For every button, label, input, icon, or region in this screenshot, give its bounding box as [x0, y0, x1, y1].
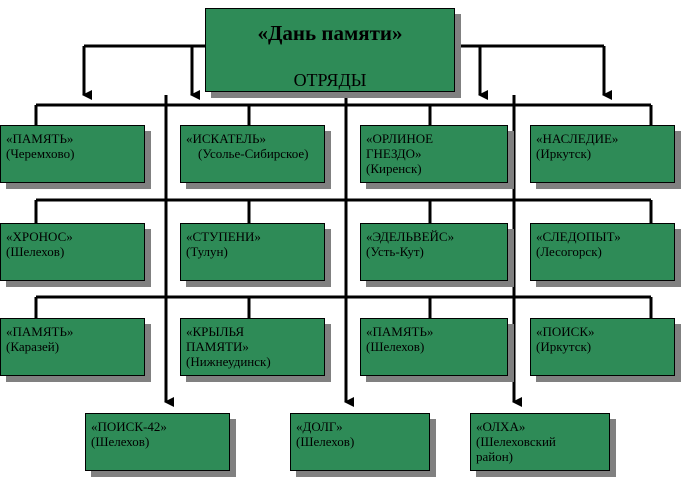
diagram-subtitle: ОТРЯДЫ	[293, 70, 367, 90]
unit-city: (Шелеховский район)	[476, 434, 556, 464]
unit-box-dolg: «ДОЛГ» (Шелехов)	[290, 413, 430, 471]
diagram-title: «Дань памяти»	[257, 21, 403, 45]
unit-city: (Тулун)	[186, 244, 228, 259]
unit-name: «ПАМЯТЬ»	[6, 324, 74, 339]
unit-name: «ПАМЯТЬ»	[366, 324, 434, 339]
unit-name: «ИСКАТЕЛЬ»	[186, 131, 266, 146]
unit-name: «СТУПЕНИ»	[186, 229, 261, 244]
unit-box-pamyat-karazei: «ПАМЯТЬ» (Каразей)	[0, 318, 145, 376]
unit-box-pamyat-cheremkhovo: «ПАМЯТЬ» (Черемхово)	[0, 125, 145, 183]
unit-city: (Лесогорск)	[536, 244, 602, 259]
unit-city: (Шелехов)	[296, 434, 355, 449]
unit-name: «НАСЛЕДИЕ»	[536, 131, 619, 146]
unit-city: (Киренск)	[366, 161, 422, 176]
unit-city: (Нижнеудинск)	[186, 354, 271, 369]
unit-name: «КРЫЛЬЯ ПАМЯТИ»	[186, 324, 249, 354]
unit-box-orlinoe-gnezdo: «ОРЛИНОЕ ГНЕЗДО» (Киренск)	[360, 125, 508, 183]
unit-name: «ОЛХА»	[476, 419, 526, 434]
unit-city: (Иркутск)	[536, 339, 592, 354]
unit-city: (Шелехов)	[366, 339, 425, 354]
unit-name: «СЛЕДОПЫТ»	[536, 229, 621, 244]
unit-name: «ОРЛИНОЕ ГНЕЗДО»	[366, 131, 434, 161]
unit-city: (Черемхово)	[6, 146, 75, 161]
unit-box-stupeni: «СТУПЕНИ» (Тулун)	[180, 223, 325, 281]
unit-box-nasledie: «НАСЛЕДИЕ» (Иркутск)	[530, 125, 675, 183]
unit-name: «ЭДЕЛЬВЕЙС»	[366, 229, 455, 244]
unit-box-pamyat-shelekhov: «ПАМЯТЬ» (Шелехов)	[360, 318, 508, 376]
unit-city: (Иркутск)	[536, 146, 592, 161]
unit-name: «ДОЛГ»	[296, 419, 343, 434]
unit-box-poisk-irkutsk: «ПОИСК» (Иркутск)	[530, 318, 675, 376]
unit-city: (Усолье-Сибирское)	[198, 146, 309, 161]
unit-city: (Шелехов)	[6, 244, 65, 259]
unit-box-sledopyt: «СЛЕДОПЫТ» (Лесогорск)	[530, 223, 675, 281]
unit-name: «ПАМЯТЬ»	[6, 131, 74, 146]
unit-box-edelveis: «ЭДЕЛЬВЕЙС» (Усть-Кут)	[360, 223, 508, 281]
unit-box-poisk-42: «ПОИСК-42» (Шелехов)	[85, 413, 230, 471]
unit-city: (Шелехов)	[91, 434, 150, 449]
unit-box-khronos: «ХРОНОС» (Шелехов)	[0, 223, 145, 281]
unit-box-olkha: «ОЛХА» (Шелеховский район)	[470, 413, 610, 471]
unit-name: «ХРОНОС»	[6, 229, 73, 244]
unit-city: (Усть-Кут)	[366, 244, 424, 259]
unit-box-krylya-pamyati: «КРЫЛЬЯ ПАМЯТИ» (Нижнеудинск)	[180, 318, 325, 376]
unit-city: (Каразей)	[6, 339, 60, 354]
unit-box-iskatel: «ИСКАТЕЛЬ» (Усолье-Сибирское)	[180, 125, 325, 183]
unit-name: «ПОИСК»	[536, 324, 595, 339]
title-box: «Дань памяти» ОТРЯДЫ	[205, 8, 455, 92]
unit-name: «ПОИСК-42»	[91, 419, 167, 434]
